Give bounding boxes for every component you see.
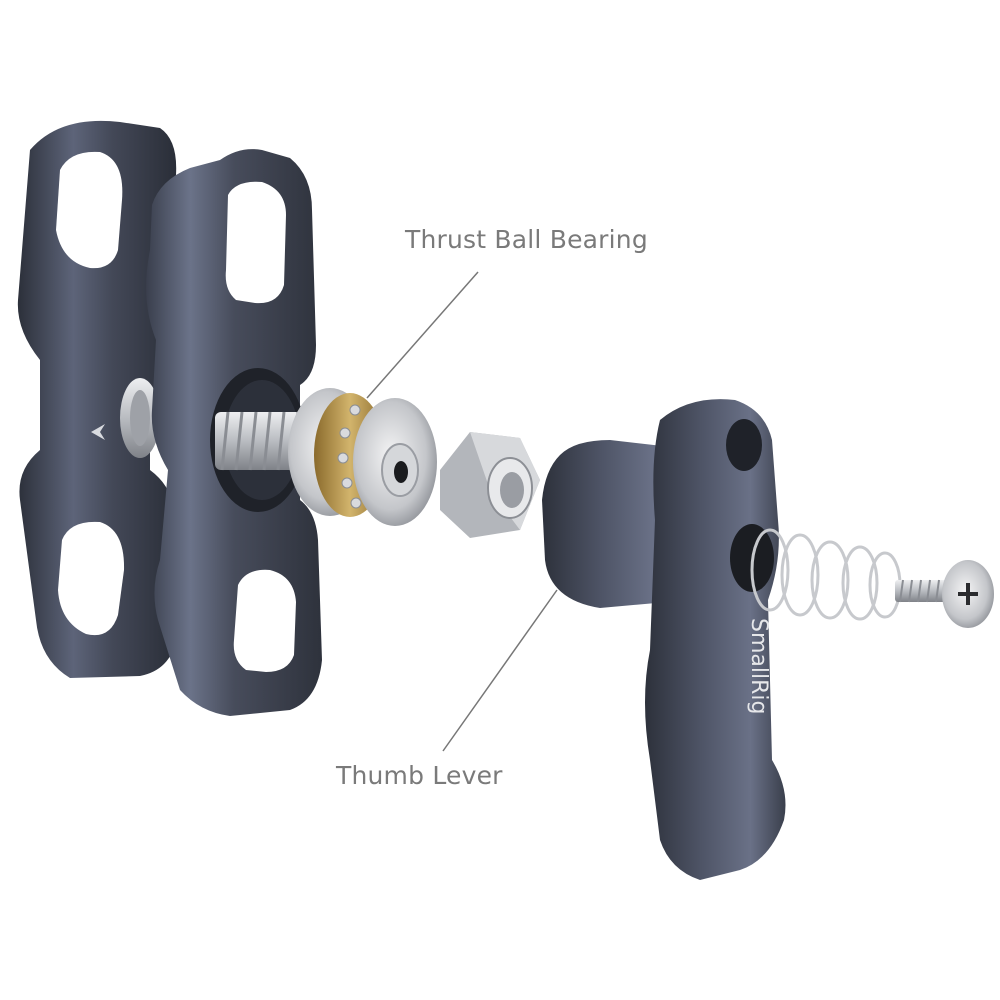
thumb-lever: SmallRig xyxy=(542,399,786,880)
leader-line-thrust-ball-bearing xyxy=(366,271,479,399)
phillips-head-icon xyxy=(958,583,978,605)
callout-thrust-ball-bearing: Thrust Ball Bearing xyxy=(405,225,648,254)
callout-thumb-lever: Thumb Lever xyxy=(336,761,503,790)
brand-logo: SmallRig xyxy=(746,618,771,714)
ball-stud xyxy=(120,378,160,458)
rear-clamp-arm xyxy=(17,120,177,679)
leader-line-thumb-lever xyxy=(442,589,558,752)
arrow-mark-icon xyxy=(91,424,105,440)
thrust-ball-bearing xyxy=(288,388,437,526)
hex-nut xyxy=(440,432,540,538)
phillips-screw xyxy=(895,560,994,628)
compression-spring xyxy=(750,528,902,621)
